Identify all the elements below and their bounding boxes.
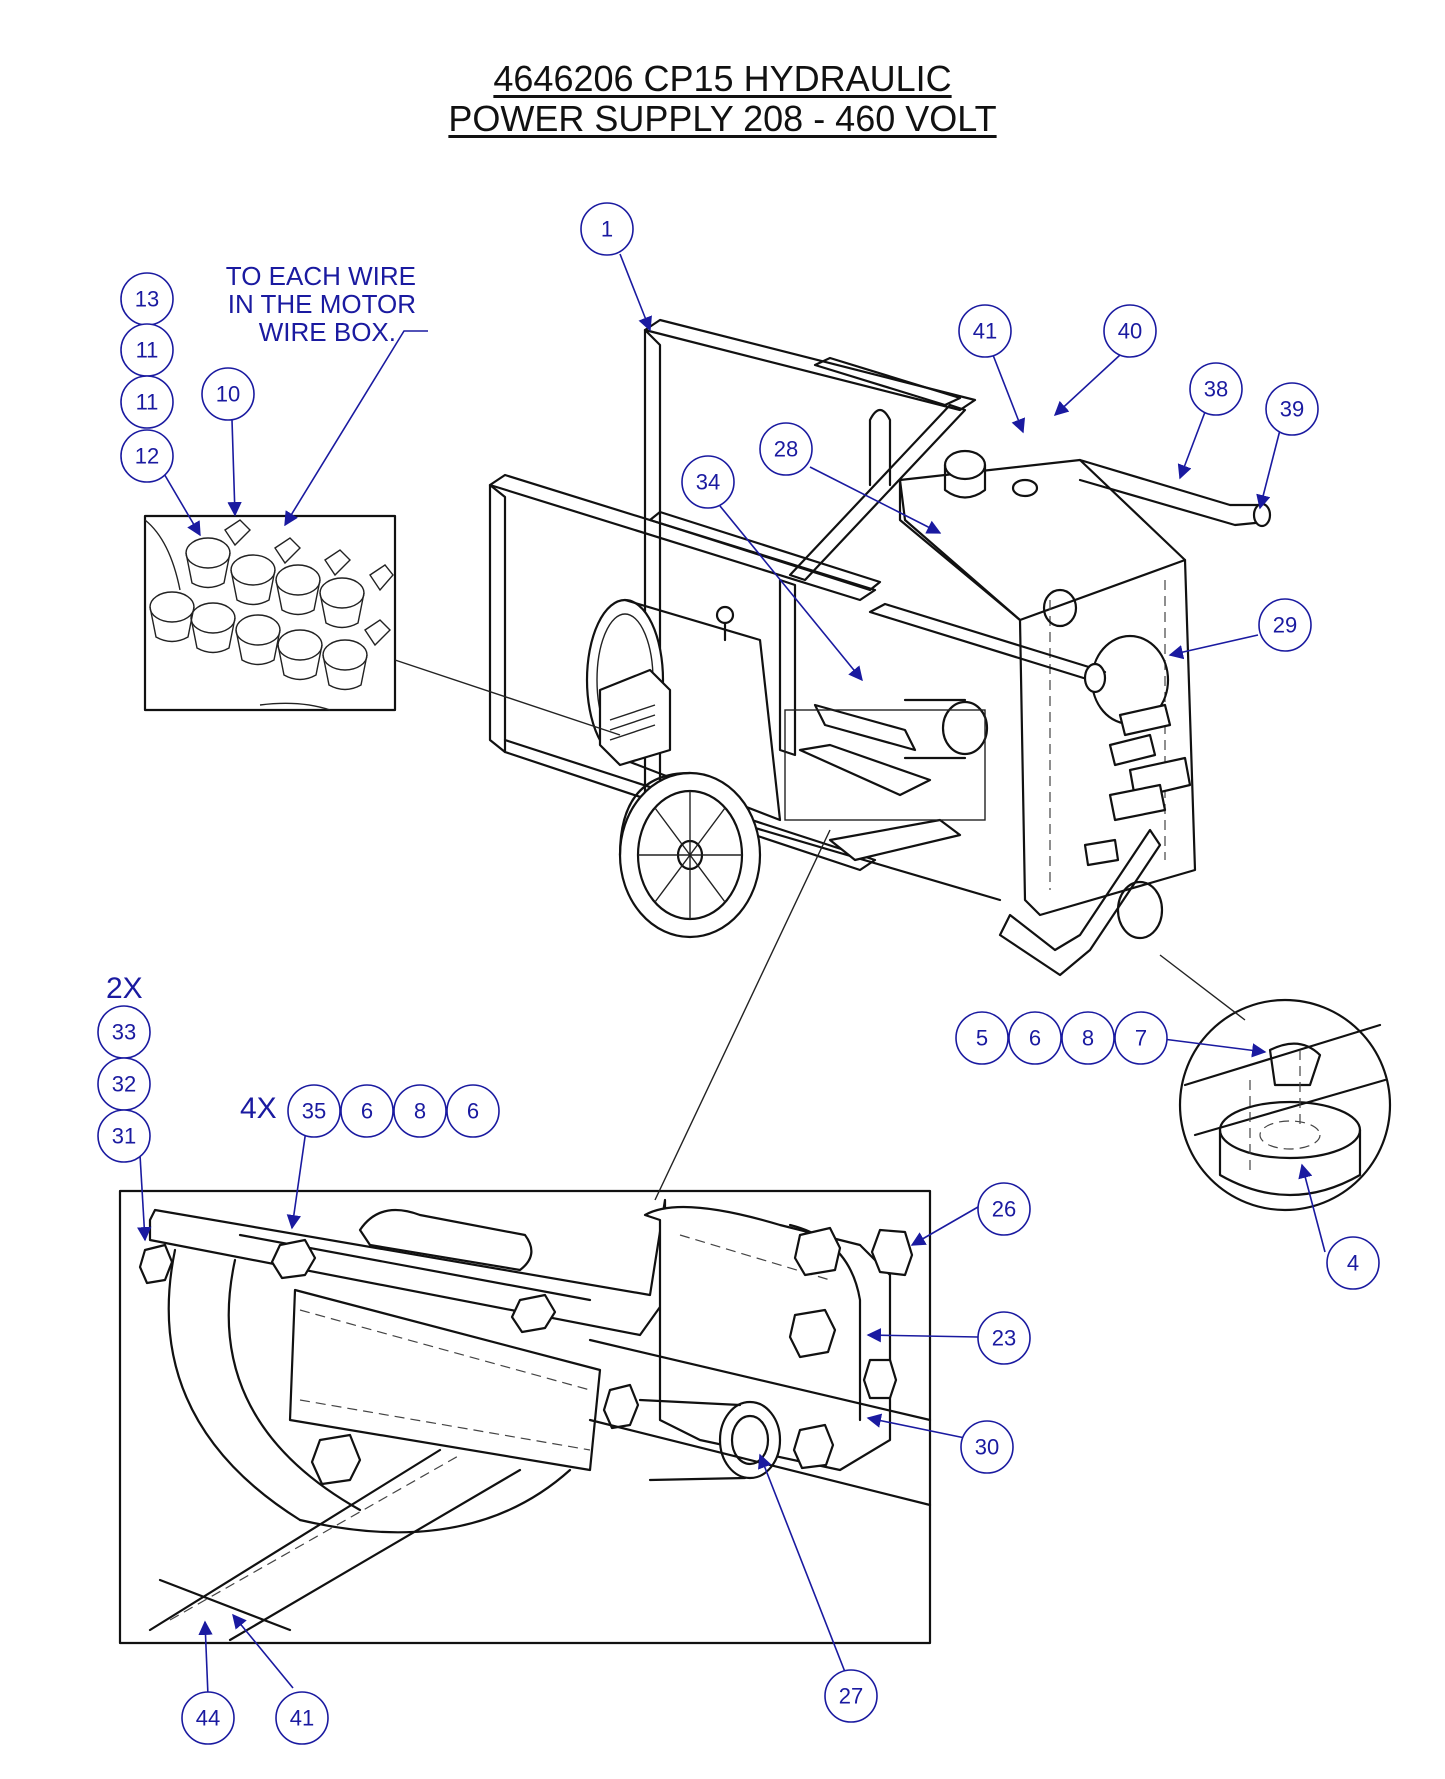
svg-text:6: 6 xyxy=(467,1099,479,1124)
svg-text:34: 34 xyxy=(696,470,720,495)
balloon-33: 33 xyxy=(97,1005,151,1059)
balloon-4: 4 xyxy=(1326,1236,1380,1290)
svg-text:1: 1 xyxy=(601,217,613,242)
balloon-28: 28 xyxy=(759,422,813,476)
wire-nut-detail xyxy=(143,514,397,712)
svg-text:6: 6 xyxy=(361,1099,373,1124)
balloon-32: 32 xyxy=(97,1057,151,1111)
svg-text:40: 40 xyxy=(1118,319,1142,344)
balloon-41-top: 41 xyxy=(958,304,1012,358)
balloon-41-bottom: 41 xyxy=(275,1691,329,1745)
multiplier-4x: 4X xyxy=(240,1092,277,1125)
svg-text:41: 41 xyxy=(973,319,997,344)
leader-lines xyxy=(137,253,1326,1697)
svg-text:28: 28 xyxy=(774,437,798,462)
balloon-34: 34 xyxy=(681,455,735,509)
svg-text:23: 23 xyxy=(992,1326,1016,1351)
svg-text:11: 11 xyxy=(136,338,159,363)
balloon-11-upper: 11 xyxy=(120,323,174,377)
svg-text:41: 41 xyxy=(290,1706,314,1731)
balloon-5: 5 xyxy=(955,1011,1009,1065)
balloon-40: 40 xyxy=(1103,304,1157,358)
balloon-31: 31 xyxy=(97,1109,151,1163)
balloon-44: 44 xyxy=(181,1691,235,1745)
svg-text:5: 5 xyxy=(976,1026,988,1051)
balloon-11-lower: 11 xyxy=(120,375,174,429)
svg-text:8: 8 xyxy=(1082,1026,1094,1051)
balloon-1: 1 xyxy=(580,202,634,256)
balloons: 1 13 11 11 12 10 41 40 38 39 28 34 29 5 … xyxy=(97,202,1380,1745)
svg-text:7: 7 xyxy=(1135,1026,1147,1051)
balloon-8-right: 8 xyxy=(1061,1011,1115,1065)
balloon-35: 35 xyxy=(287,1084,341,1138)
balloon-30: 30 xyxy=(960,1420,1014,1474)
pull-handle xyxy=(868,458,1272,694)
svg-text:30: 30 xyxy=(975,1435,999,1460)
foot-detail xyxy=(1178,998,1392,1212)
balloon-6-left-a: 6 xyxy=(340,1084,394,1138)
drawing-title-line2: POWER SUPPLY 208 - 460 VOLT xyxy=(0,100,1445,138)
wire-note-line-3: WIRE BOX. xyxy=(258,317,396,347)
svg-text:35: 35 xyxy=(302,1099,326,1124)
title-text-1: 4646206 CP15 HYDRAULIC xyxy=(493,58,952,99)
svg-text:4: 4 xyxy=(1347,1251,1359,1276)
balloon-13: 13 xyxy=(120,272,174,326)
svg-text:39: 39 xyxy=(1280,397,1304,422)
pump-bracket xyxy=(798,698,989,862)
hydraulic-reservoir xyxy=(898,449,1197,977)
balloon-7: 7 xyxy=(1114,1011,1168,1065)
wheel xyxy=(618,771,762,939)
svg-text:27: 27 xyxy=(839,1684,863,1709)
wire-note-line-1: TO EACH WIRE xyxy=(225,261,416,291)
balloon-39: 39 xyxy=(1265,382,1319,436)
svg-text:26: 26 xyxy=(992,1197,1016,1222)
svg-text:29: 29 xyxy=(1273,613,1297,638)
wire-note-line-2: IN THE MOTOR xyxy=(227,289,416,319)
balloon-38: 38 xyxy=(1189,362,1243,416)
svg-text:32: 32 xyxy=(112,1072,136,1097)
balloon-6-left-b: 6 xyxy=(446,1084,500,1138)
balloon-12: 12 xyxy=(120,429,174,483)
balloon-6-right: 6 xyxy=(1008,1011,1062,1065)
svg-text:11: 11 xyxy=(136,390,159,415)
main-assembly-view xyxy=(488,318,1272,977)
balloon-26: 26 xyxy=(977,1182,1031,1236)
balloon-23: 23 xyxy=(977,1311,1031,1365)
drawing-title-line1: 4646206 CP15 HYDRAULIC xyxy=(0,60,1445,98)
pump-bolts xyxy=(138,1226,914,1486)
multiplier-2x: 2X xyxy=(106,972,143,1005)
balloon-10: 10 xyxy=(201,367,255,421)
balloon-27: 27 xyxy=(824,1669,878,1723)
wire-box-note: TO EACH WIRE IN THE MOTOR WIRE BOX. xyxy=(180,262,416,346)
svg-text:31: 31 xyxy=(112,1124,136,1149)
balloon-29: 29 xyxy=(1258,598,1312,652)
svg-text:8: 8 xyxy=(414,1099,426,1124)
svg-text:6: 6 xyxy=(1029,1026,1041,1051)
svg-text:38: 38 xyxy=(1204,377,1228,402)
pump-detail-view xyxy=(118,709,986,1645)
svg-text:13: 13 xyxy=(135,287,159,312)
svg-text:12: 12 xyxy=(135,444,159,469)
svg-text:44: 44 xyxy=(196,1706,220,1731)
title-text-2: POWER SUPPLY 208 - 460 VOLT xyxy=(448,98,997,139)
svg-text:10: 10 xyxy=(216,382,240,407)
balloon-8-left: 8 xyxy=(393,1084,447,1138)
wire-nut-group xyxy=(149,519,394,691)
svg-text:33: 33 xyxy=(112,1020,136,1045)
